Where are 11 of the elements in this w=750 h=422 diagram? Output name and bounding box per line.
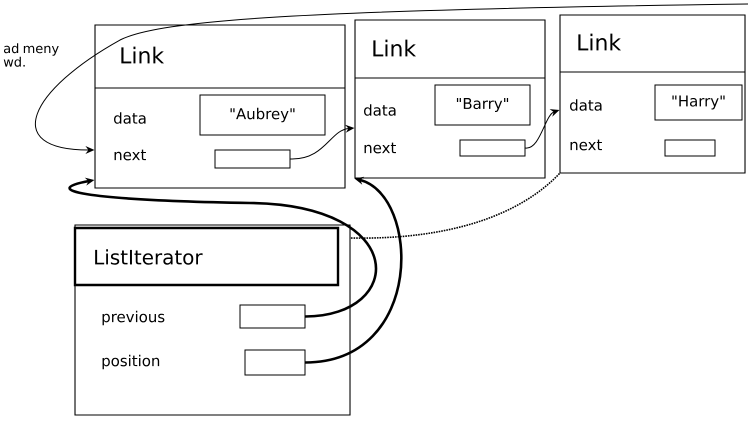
pointer-field [240,304,306,328]
pointer-field [214,150,290,168]
value-box: "Aubrey" [200,94,326,136]
annotation: ad meny wd. [4,43,59,67]
value-box: "Barry" [434,84,530,126]
pointer-field [460,140,526,156]
value-box: "Harry" [654,84,742,120]
pointer-field [664,140,716,156]
pointer-field [244,350,306,376]
arrow [70,178,377,318]
iterator-box: ListIterator previous position [74,224,351,416]
